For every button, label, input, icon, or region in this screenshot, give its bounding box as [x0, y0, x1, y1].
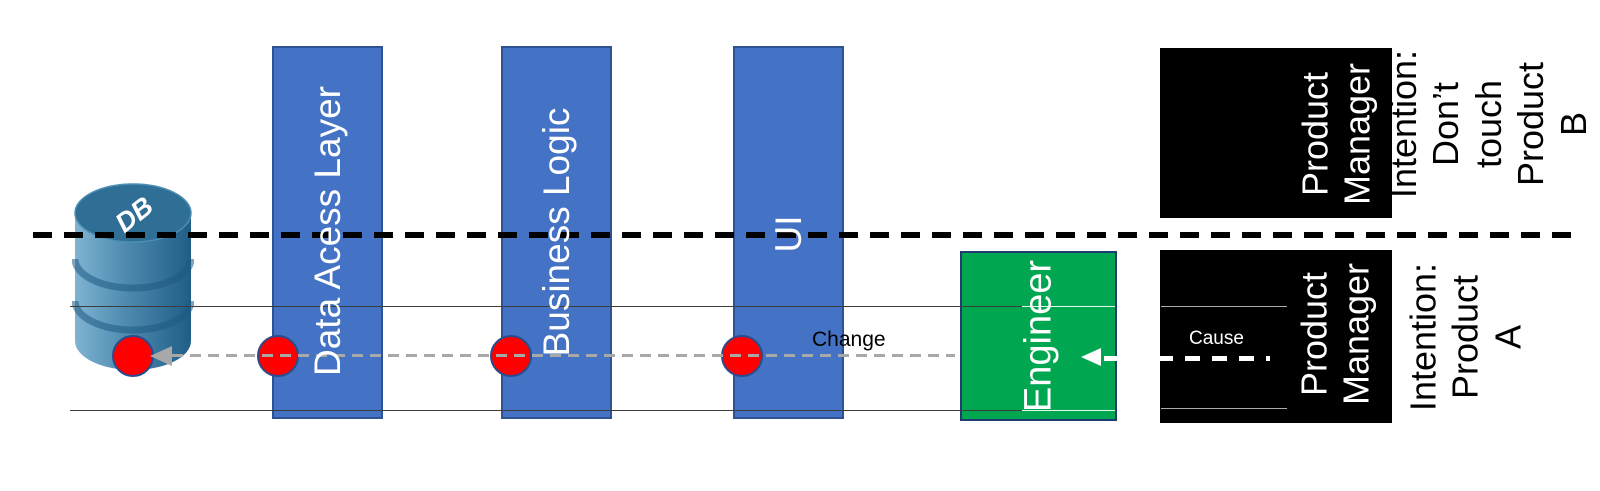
- label-business-logic: Business Logic: [536, 107, 578, 357]
- cylinder-top: [74, 183, 192, 243]
- change-arrow-line: [172, 354, 955, 357]
- label-intention-product-b: Intention: Don’t touch Product B: [1382, 49, 1594, 199]
- change-arrowhead-icon: [150, 346, 172, 366]
- guide-line-upper-on-engineer: [1022, 306, 1115, 307]
- guide-line-lower-on-engineer: [1022, 410, 1115, 411]
- guide-line-lower: [70, 410, 1022, 411]
- cause-arrowhead-icon: [1081, 348, 1101, 366]
- label-data-access-layer: Data Acess Layer: [307, 86, 349, 376]
- label-ui: UI: [768, 215, 810, 253]
- label-product-manager-top: Product Manager: [1294, 62, 1378, 206]
- guide-line-lower-on-pm: [1161, 408, 1287, 409]
- cylinder-band: [71, 258, 195, 292]
- engineer-box: [960, 251, 1117, 421]
- cause-arrow-line: [1104, 356, 1270, 361]
- label-intention-product-a: Intention: Product A: [1402, 262, 1529, 412]
- product-manager-box-bottom: [1160, 250, 1392, 423]
- cylinder-band: [71, 300, 195, 334]
- label-change: Change: [812, 328, 886, 351]
- product-manager-box-top: [1160, 48, 1392, 218]
- database-cylinder-icon: DB: [71, 183, 195, 375]
- product-divider-dashed-line: [33, 232, 1581, 238]
- database-cylinder-graphic: DB: [71, 183, 195, 370]
- guide-line-upper-on-pm: [1161, 306, 1287, 307]
- label-engineer: Engineer: [1017, 259, 1060, 413]
- red-dot-db: [112, 335, 154, 377]
- guide-line-upper: [70, 306, 1022, 307]
- label-product-manager-bottom: Product Manager: [1293, 262, 1377, 406]
- label-cause: Cause: [1189, 328, 1244, 349]
